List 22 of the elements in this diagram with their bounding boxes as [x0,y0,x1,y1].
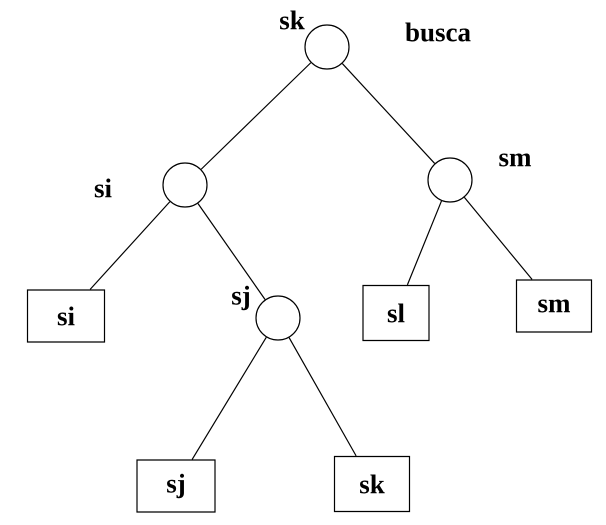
tree-node-circle [162,162,208,208]
node-label: sk [280,10,305,30]
node-label: sm [499,154,532,166]
node-label: si [94,178,112,198]
tree-edge [90,201,170,290]
node-label: busca [405,22,471,42]
leaf-box: si [26,289,106,343]
tree-edge [197,203,266,300]
tree-edge [192,337,267,460]
tree-edge [464,197,533,280]
node-label: sj [232,286,250,310]
tree-node-circle [255,295,301,341]
leaf-box: sk [334,456,410,512]
leaf-box: sj [136,459,216,513]
leaf-box: sl [362,284,430,342]
tree-edge [200,62,312,170]
tree-node-circle [304,24,350,70]
tree-edge [342,63,436,164]
leaf-box: sm [516,279,592,333]
tree-edge [288,337,357,456]
tree-edge [406,200,442,286]
tree-node-circle [427,157,473,203]
